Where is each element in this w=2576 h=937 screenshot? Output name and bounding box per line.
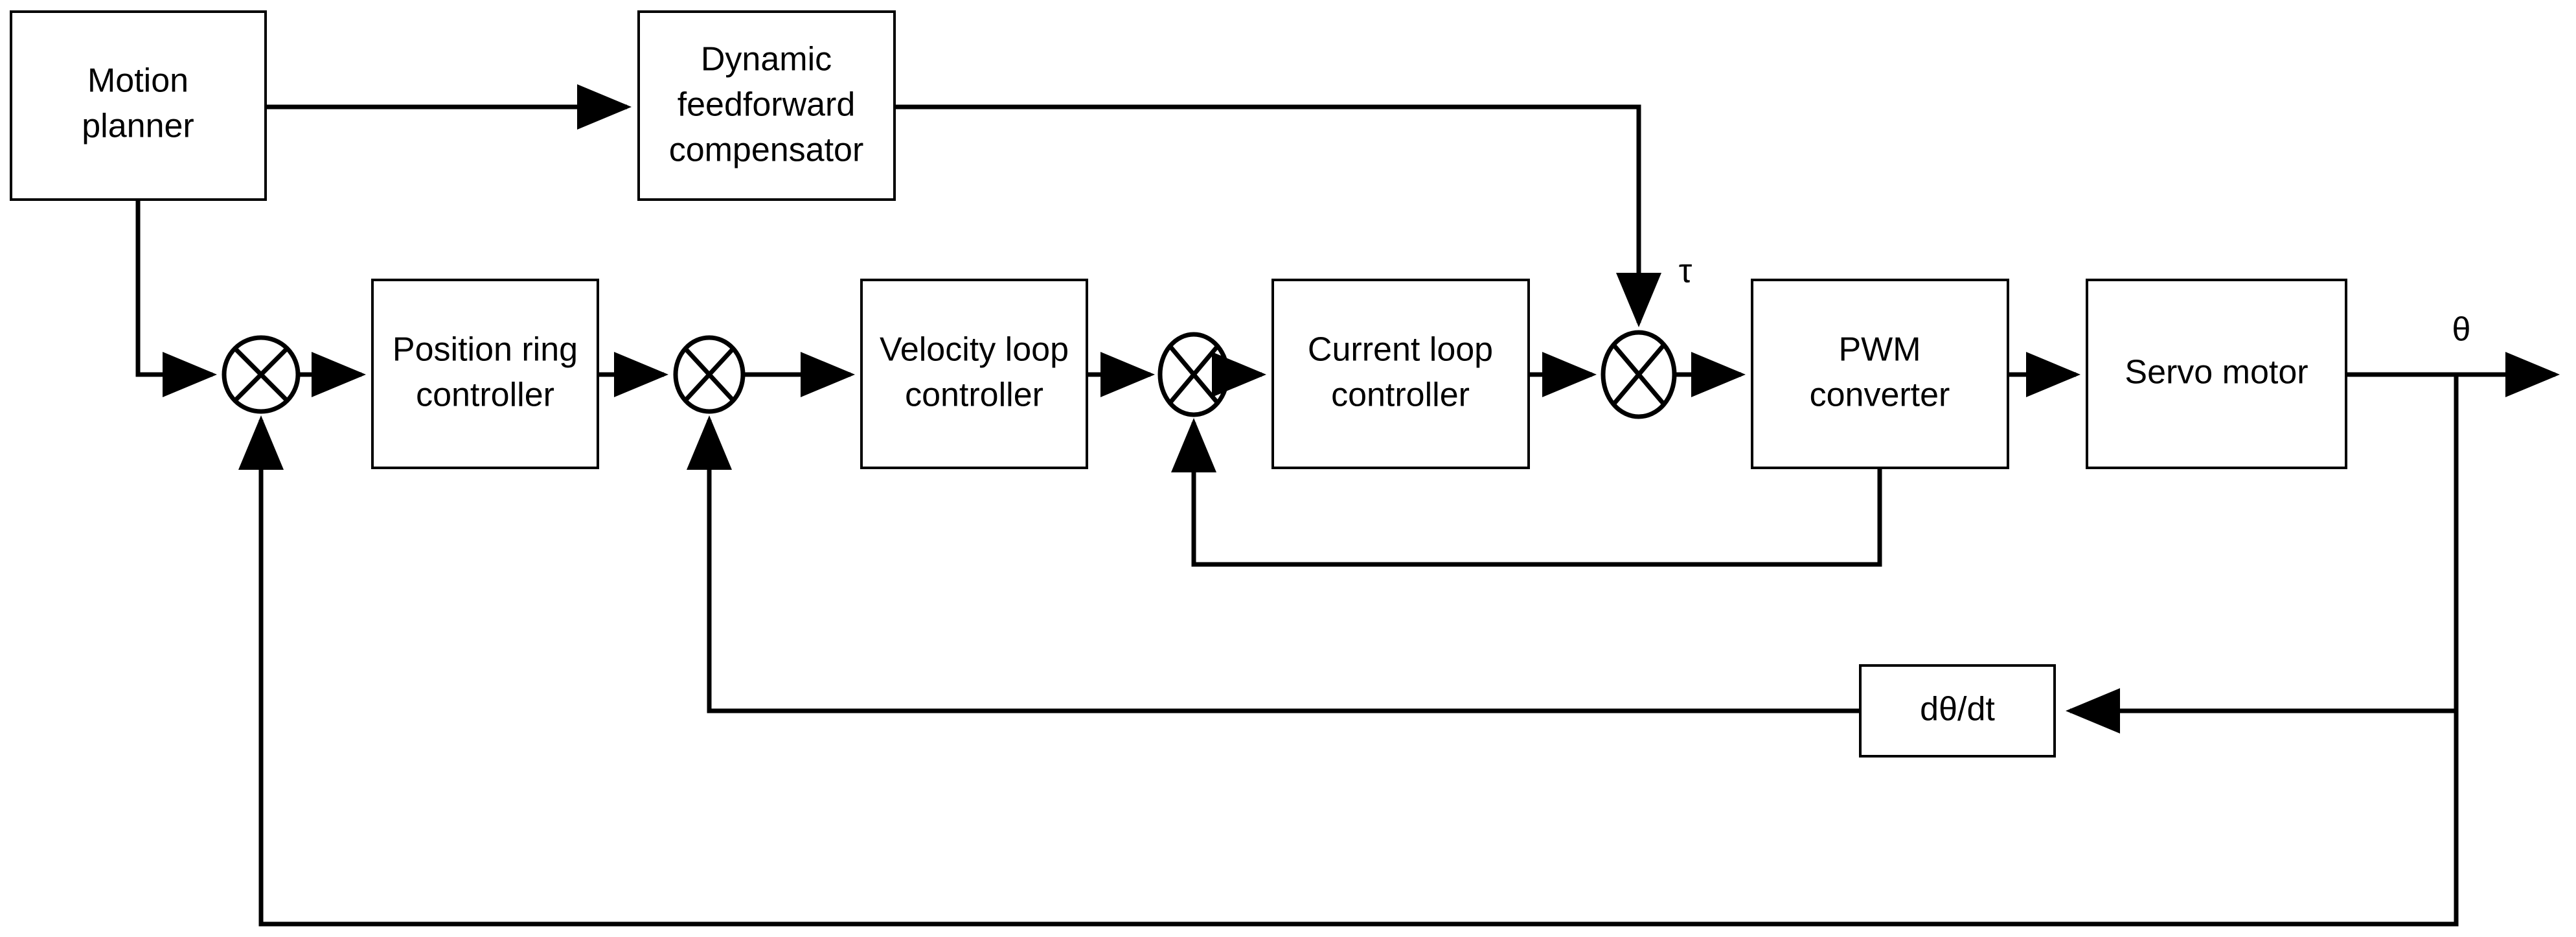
velocity-loop-box[interactable] (860, 279, 1088, 469)
block-motion-planner[interactable]: Motion planner (10, 10, 267, 201)
motion-planner-box[interactable] (10, 10, 267, 201)
wire-current-feedback (1171, 418, 1882, 567)
current-loop-label-line1: Current loop (1308, 331, 1493, 369)
pwm-converter-label-line1: PWM (1838, 331, 1921, 369)
summing-junction-velocity[interactable] (673, 335, 746, 414)
block-velocity-loop-controller[interactable]: Velocity loop controller (860, 279, 1088, 469)
current-loop-label-line2: controller (1331, 376, 1470, 414)
dynamic-feedforward-label-line2: feedforward (678, 86, 856, 124)
servo-motor-box[interactable] (2086, 279, 2347, 469)
summing-junction-current[interactable] (1157, 332, 1230, 417)
position-ring-label-line1: Position ring (393, 331, 578, 369)
wire-planner-to-position-sum (135, 200, 217, 397)
position-ring-box[interactable] (371, 279, 599, 469)
summing-junction-position[interactable] (222, 335, 301, 414)
dynamic-feedforward-label-line1: Dynamic (701, 41, 832, 78)
theta-signal-label: θ (2452, 311, 2471, 349)
pwm-converter-label-line2: converter (1810, 376, 1950, 414)
dynamic-feedforward-box[interactable] (637, 10, 896, 201)
velocity-sum-cross-b (683, 347, 735, 402)
servo-motor-label: Servo motor (2125, 354, 2308, 391)
wire-feedforward-to-torque-sum (895, 104, 1661, 327)
torque-sum-cross-b (1612, 343, 1666, 406)
pwm-converter-box[interactable] (1751, 279, 2009, 469)
summing-junction-torque[interactable] (1601, 330, 1677, 419)
current-sum-cross-b (1168, 344, 1220, 405)
motion-planner-label-line2: planner (82, 108, 194, 145)
derivative-label: dθ/dt (1920, 691, 1995, 728)
velocity-loop-label-line2: controller (905, 376, 1043, 414)
position-sum-cross-b (233, 347, 289, 402)
dynamic-feedforward-label-line3: compensator (669, 132, 864, 169)
block-current-loop-controller[interactable]: Current loop controller (1271, 279, 1530, 469)
block-pwm-converter[interactable]: PWM converter (1751, 279, 2009, 469)
position-ring-label-line2: controller (416, 376, 554, 414)
block-derivative[interactable]: dθ/dt (1859, 664, 2056, 758)
wire-theta-outer-feedback (238, 415, 2459, 927)
derivative-box[interactable] (1859, 664, 2056, 758)
tau-signal-label: τ (1679, 253, 1693, 290)
current-loop-box[interactable] (1271, 279, 1530, 469)
wire-derivative-to-velocity-sum (687, 415, 1860, 713)
block-servo-motor[interactable]: Servo motor (2086, 279, 2347, 469)
block-position-ring-controller[interactable]: Position ring controller (371, 279, 599, 469)
velocity-loop-label-line1: Velocity loop (880, 331, 1069, 369)
block-dynamic-feedforward-compensator[interactable]: Dynamic feedforward compensator (637, 10, 896, 201)
motion-planner-label-line1: Motion (87, 62, 188, 100)
